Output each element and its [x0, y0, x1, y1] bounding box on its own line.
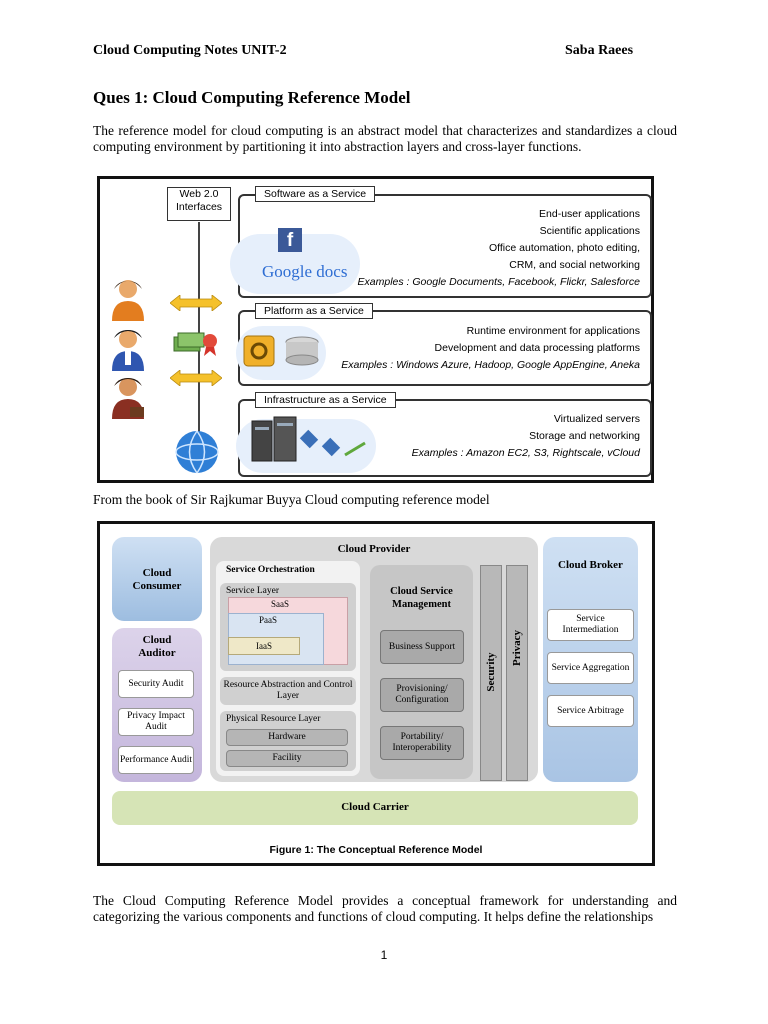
iaas-panel: Virtualized servers Storage and networki…	[236, 399, 652, 477]
saas-item: Office automation, photo editing,	[489, 242, 640, 254]
double-arrow-icon	[170, 295, 222, 311]
figure2-caption: Figure 1: The Conceptual Reference Model	[269, 844, 483, 856]
paas-title: Platform as a Service	[255, 303, 373, 319]
saas-label: SaaS	[271, 599, 289, 609]
servers-icon	[251, 416, 366, 462]
facility-box: Facility	[226, 750, 348, 767]
cloud-provider-label: Cloud Provider	[337, 543, 411, 555]
saas-title: Software as a Service	[255, 186, 376, 202]
service-aggregation-box: Service Aggregation	[547, 652, 634, 684]
iaas-item: Virtualized servers	[553, 413, 640, 425]
header-left: Cloud Computing Notes UNIT-2	[93, 43, 287, 58]
double-arrow-icon	[170, 370, 222, 386]
cloud-auditor-label: Cloud Auditor	[138, 634, 176, 659]
cloud-broker-label: Cloud Broker	[558, 559, 623, 571]
cloud-consumer-box: Cloud Consumer	[112, 537, 202, 621]
cloud-service-management-box: Cloud Service Management Business Suppor…	[370, 565, 473, 779]
service-intermediation-box: Service Intermediation	[547, 609, 634, 641]
cloud-carrier-bar: Cloud Carrier	[112, 791, 638, 825]
cloud-carrier-label: Cloud Carrier	[341, 801, 409, 813]
iaas-label: IaaS	[228, 637, 300, 655]
users-icon	[112, 280, 144, 419]
platform-icon	[243, 335, 319, 367]
web-interfaces-line1: Web 2.0	[179, 188, 219, 200]
globe-icon	[175, 430, 219, 474]
paas-label: PaaS	[259, 615, 277, 625]
facebook-logo: f	[278, 228, 302, 252]
portability-interoperability-box: Portability/ Interoperability	[380, 726, 464, 760]
security-bar: Security	[480, 565, 502, 781]
saas-panel: f Google docs End-user applications Scie…	[230, 194, 652, 298]
privacy-impact-audit-box: Privacy Impact Audit	[118, 708, 194, 736]
cloud-auditor-box: Cloud Auditor Security Audit Privacy Imp…	[112, 628, 202, 782]
iaas-examples: Examples : Amazon EC2, S3, Rightscale, v…	[411, 447, 640, 459]
cloud-consumer-label: Cloud Consumer	[132, 567, 182, 592]
hardware-box: Hardware	[226, 729, 348, 746]
web-interfaces-line2: Interfaces	[175, 201, 223, 213]
service-orchestration-box: Service Orchestration Service Layer SaaS…	[216, 561, 360, 776]
physical-resource-layer-box: Physical Resource Layer Hardware Facilit…	[220, 711, 356, 771]
cloud-broker-box: Cloud Broker Service Intermediation Serv…	[543, 537, 638, 782]
security-label: Security	[485, 652, 497, 692]
figure1-caption: From the book of Sir Rajkumar Buyya Clou…	[93, 492, 490, 507]
cloud-reference-model-figure: Web 2.0 Interfaces f Google docs End-use…	[97, 176, 654, 483]
web-interfaces-box: Web 2.0 Interfaces	[167, 187, 231, 221]
paas-panel: Runtime environment for applications Dev…	[236, 310, 652, 386]
saas-examples: Examples : Google Documents, Facebook, F…	[357, 276, 640, 288]
iaas-item: Storage and networking	[529, 430, 640, 442]
paas-examples: Examples : Windows Azure, Hadoop, Google…	[341, 359, 640, 371]
saas-item: CRM, and social networking	[509, 259, 640, 271]
money-icon	[173, 332, 217, 356]
closing-paragraph: The Cloud Computing Reference Model prov…	[93, 893, 677, 924]
service-arbitrage-box: Service Arbitrage	[547, 695, 634, 727]
iaas-title: Infrastructure as a Service	[255, 392, 396, 408]
paas-item: Development and data processing platform…	[434, 342, 640, 354]
conceptual-reference-model-figure: Cloud Consumer Cloud Auditor Security Au…	[97, 521, 655, 866]
question-title: Ques 1: Cloud Computing Reference Model	[93, 88, 411, 107]
service-layer-box: Service Layer SaaS PaaS IaaS	[220, 583, 356, 671]
paas-item: Runtime environment for applications	[466, 325, 640, 337]
service-orchestration-label: Service Orchestration	[226, 565, 315, 575]
provisioning-configuration-box: Provisioning/ Configuration	[380, 678, 464, 712]
saas-item: Scientific applications	[539, 225, 640, 237]
page-number: 1	[380, 948, 388, 962]
privacy-bar: Privacy	[506, 565, 528, 781]
physical-resource-layer-label: Physical Resource Layer	[226, 714, 321, 724]
cloud-provider-box: Cloud Provider Service Orchestration Ser…	[210, 537, 538, 782]
cloud-service-management-label: Cloud Service Management	[390, 586, 453, 610]
google-docs-logo: Google docs	[262, 262, 348, 281]
security-audit-box: Security Audit	[118, 670, 194, 698]
resource-abstraction-box: Resource Abstraction and Control Layer	[220, 677, 356, 705]
saas-item: End-user applications	[539, 208, 640, 220]
header-right: Saba Raees	[565, 43, 634, 58]
privacy-label: Privacy	[511, 629, 523, 667]
service-layer-label: Service Layer	[226, 586, 280, 596]
business-support-box: Business Support	[380, 630, 464, 664]
performance-audit-box: Performance Audit	[118, 746, 194, 774]
intro-paragraph: The reference model for cloud computing …	[93, 123, 677, 154]
